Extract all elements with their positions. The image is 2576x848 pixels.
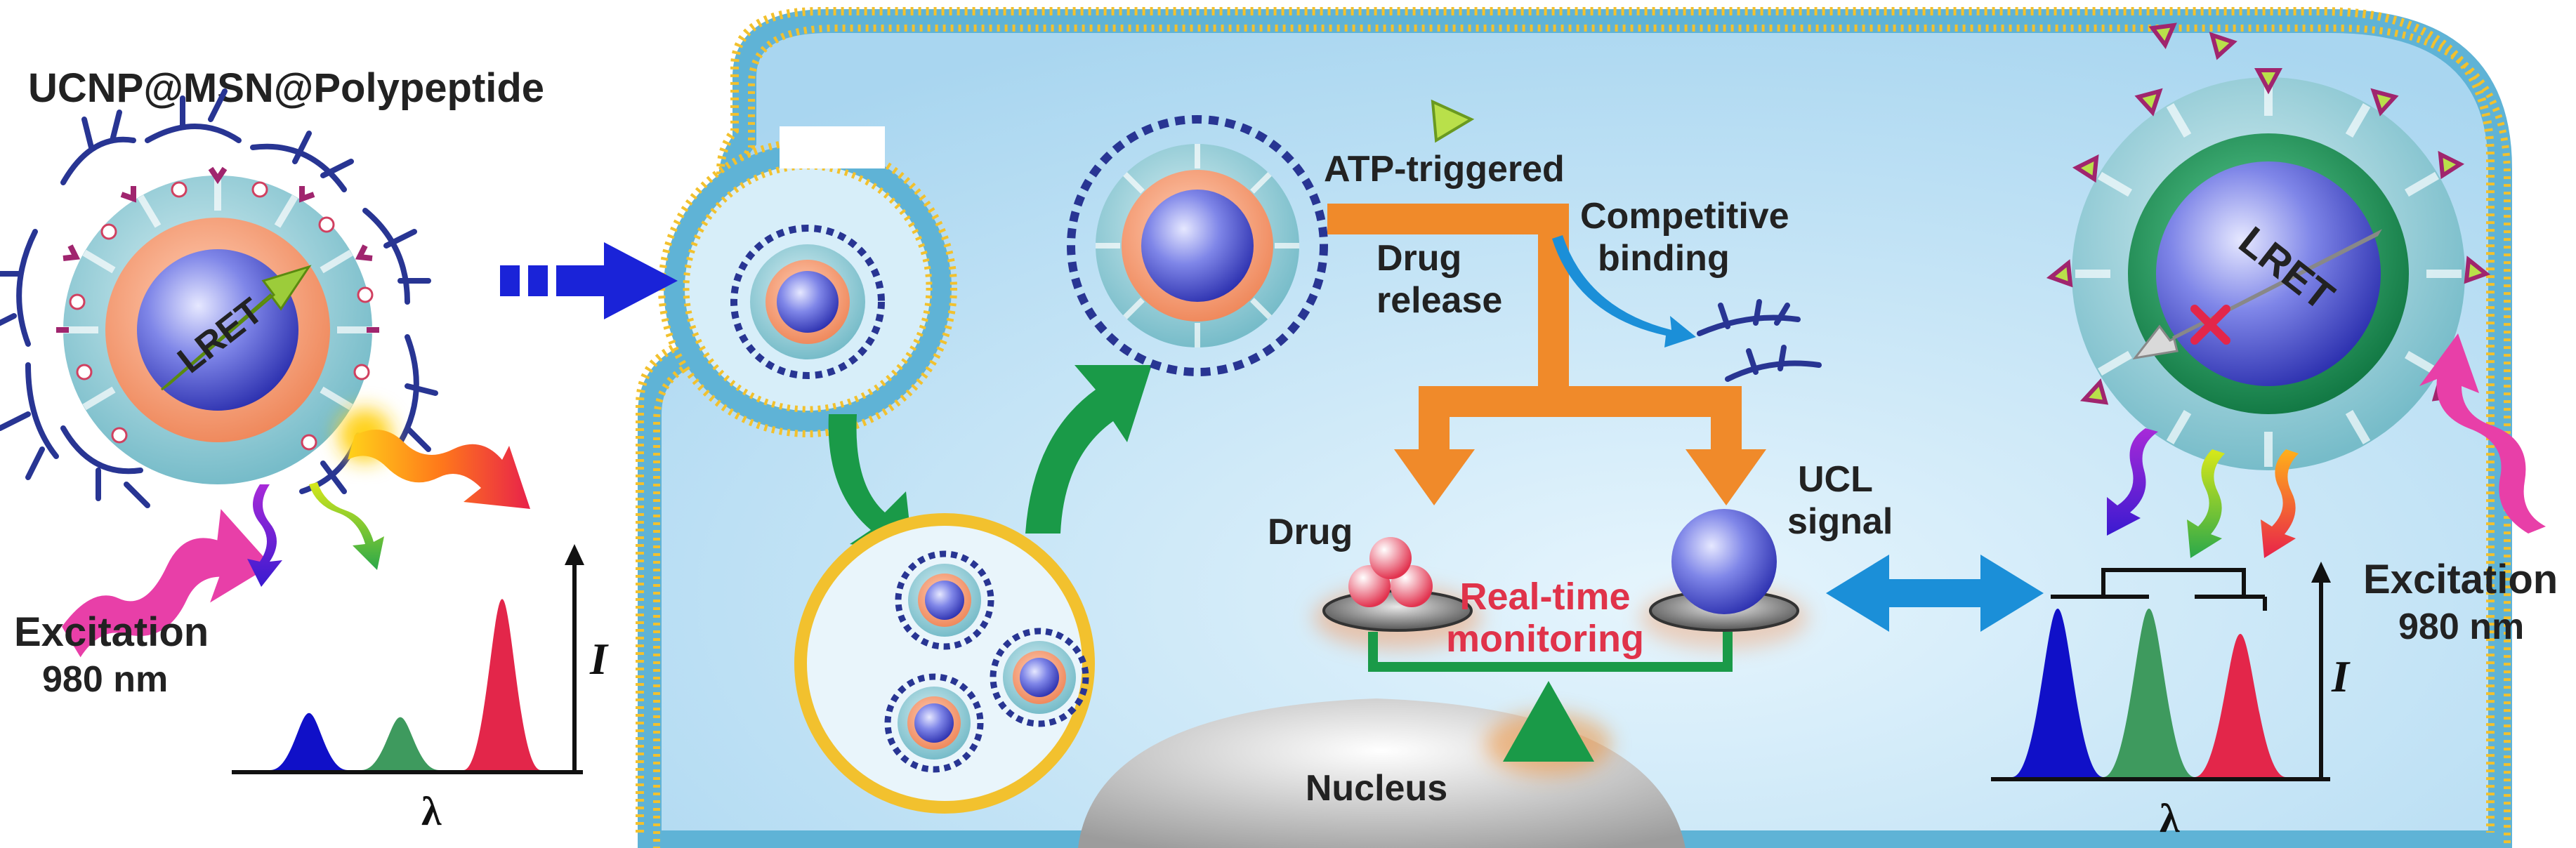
endocytosis-down-arrow-icon (828, 414, 913, 555)
right-nanoparticle: LRET (2046, 22, 2491, 470)
released-polypeptide-chains (1697, 299, 1822, 382)
right-green-emission-icon (2187, 449, 2225, 558)
endosome (794, 513, 1095, 814)
right-spectrum-peak-red (2195, 634, 2286, 777)
left-polypeptide-chains (0, 88, 438, 508)
left-wavelength-label: 980 nm (42, 659, 168, 700)
nucleus-label: Nucleus (1306, 768, 1447, 809)
drug-release-label-2: release (1376, 280, 1502, 321)
right-excitation-wave-icon (2419, 333, 2546, 534)
left-green-emission-icon (309, 482, 384, 570)
left-nanoparticle: LRET (0, 88, 438, 508)
competitive-label-2: binding (1598, 238, 1730, 279)
right-spectrum-peak-green (2103, 609, 2195, 777)
right-lambda-label: λ (2160, 795, 2180, 841)
blocked-x-icon (2190, 305, 2230, 345)
endosome-particle-1 (895, 550, 994, 650)
drug-label: Drug (1268, 512, 1353, 552)
endosomal-escape-arrow-icon (1025, 365, 1152, 534)
balance-beam (1368, 632, 1733, 672)
left-core (137, 249, 298, 411)
left-violet-emission-icon (247, 484, 282, 587)
cytoplasm-nanoparticle (1067, 115, 1328, 376)
left-gate-markers (56, 166, 379, 333)
ucl-label-2: signal (1787, 501, 1893, 542)
balance-scale (1313, 509, 1808, 776)
left-spectrum-y-arrowhead (565, 544, 584, 565)
left-spectrum-peak-red (464, 599, 541, 770)
competitive-label-1: Competitive (1580, 196, 1789, 237)
ucl-label-1: UCL (1798, 459, 1873, 500)
title-label: UCNP@MSN@Polypeptide (28, 65, 544, 111)
endosome-particle-3 (884, 673, 984, 773)
left-drug-dots (69, 181, 374, 451)
left-excitation-label: Excitation (14, 609, 209, 655)
left-red-emission-icon (348, 430, 530, 509)
atp-label: ATP-triggered (1324, 149, 1565, 190)
left-intensity-label: I (589, 634, 609, 684)
fulcrum-icon (1503, 681, 1594, 762)
right-lret-arrow (2132, 229, 2382, 360)
endosome-particle-2 (990, 628, 1089, 727)
flow-arrow-icon (500, 242, 678, 319)
right-spectrum-y-arrowhead (2311, 562, 2331, 583)
right-wavelength-label: 980 nm (2398, 607, 2524, 647)
pocket-nanoparticle (730, 225, 885, 379)
right-violet-emission-icon (2107, 428, 2158, 536)
left-msn-pores (63, 175, 372, 411)
left-excitation-wave-icon (62, 509, 272, 658)
pocket-opening (780, 126, 885, 168)
right-spectrum-bracket (2051, 568, 2267, 611)
drug-sphere-3 (1369, 537, 1412, 579)
competitive-binding-arrow-icon (1552, 235, 1696, 347)
drug-release-label-1: Drug (1376, 238, 1461, 279)
left-spectrum: I λ (232, 544, 609, 834)
left-lambda-label: λ (421, 788, 442, 834)
realtime-label-1: Real-time (1459, 576, 1630, 618)
right-excitation-label: Excitation (2363, 557, 2558, 602)
realtime-label-2: monitoring (1446, 618, 1644, 660)
right-red-emission-icon (2261, 449, 2299, 558)
exchange-arrow-icon (1826, 555, 2044, 632)
right-spectrum: I λ (1991, 562, 2351, 841)
left-spectrum-peak-green (362, 717, 439, 770)
left-lret-arrow (161, 265, 312, 391)
left-spectrum-peak-blue (270, 713, 348, 770)
right-spectrum-peak-blue (2012, 609, 2103, 777)
right-intensity-label: I (2331, 651, 2351, 701)
atp-marker-icon (1431, 99, 1475, 143)
ucl-sphere (1671, 509, 1777, 614)
drug-release-arrow-icon (1327, 204, 1766, 505)
